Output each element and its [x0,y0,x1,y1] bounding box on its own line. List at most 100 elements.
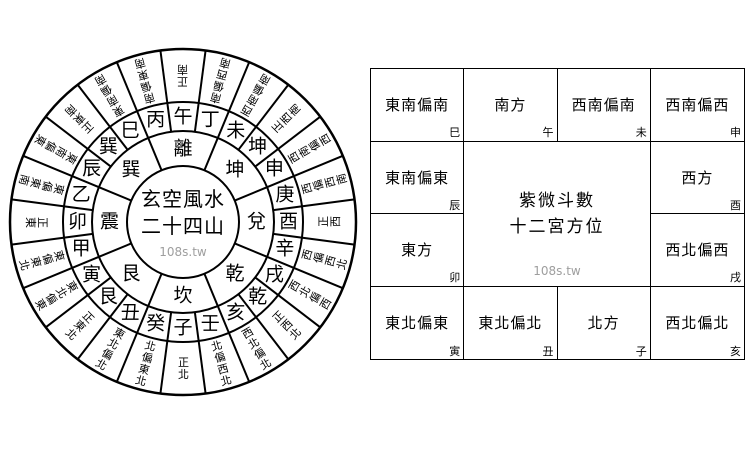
mountain-label: 壬 [200,312,220,335]
mountain-label: 丁 [200,108,220,131]
palace-direction-label: 東北偏北 [478,314,543,333]
mountain-label: 午 [173,105,193,127]
palace-branch-label: 寅 [449,344,461,358]
direction-ring-circle [62,101,304,343]
palace-cell: 東方卯 [371,214,465,287]
palace-direction-label: 南方 [494,96,527,115]
sector-divider-line [203,137,219,171]
palace-branch-label: 亥 [730,344,741,358]
sector-divider-line [203,273,219,307]
direction-label: 正南 [176,63,190,88]
palace-direction-label: 西北偏北 [665,314,730,333]
direction-label: 正西 [317,215,342,229]
outer-ring-circle [8,47,358,397]
sector-divider-line [273,232,355,246]
mountain-label: 卯 [67,210,88,233]
palace-direction-label: 東南偏南 [385,96,450,115]
palace-direction-label: 東南偏東 [385,168,450,187]
mountain-label: 辛 [275,237,295,260]
sector-divider-line [115,305,150,383]
trigram-label: 兌 [246,210,267,233]
palace-direction-label: 西北偏西 [665,241,730,260]
sector-divider-line [193,50,207,132]
sector-divider-line [115,61,150,139]
sector-divider-line [11,232,93,246]
mountain-label: 甲 [71,237,91,260]
palace-branch-label: 酉 [730,198,741,212]
table-watermark: 108s.tw [533,263,581,278]
sector-divider-line [98,242,132,258]
compass-center: 玄空風水 二十四山 108s.tw [141,186,225,258]
palace-direction-label: 西方 [681,168,714,187]
ziwei-palace-table: 紫微斗數 十二宮方位 108s.tw 東南偏南巳南方午西南偏南未西南偏西申東南偏… [370,68,745,360]
mountain-label: 丑 [120,301,140,324]
palace-direction-label: 西南偏南 [571,96,636,115]
sector-divider-line [193,312,207,394]
mountain-label: 未 [226,119,246,142]
mountain-label: 庚 [275,183,295,206]
mountain-label: 子 [173,316,193,338]
palace-cell: 東南偏東辰 [371,141,465,214]
palace-direction-label: 西南偏西 [665,96,730,115]
mountain-label: 巳 [120,119,140,142]
palace-branch-label: 辰 [449,198,461,212]
mountain-label: 寅 [82,263,102,286]
palace-direction-label: 東北偏東 [385,314,450,333]
sector-divider-line [45,115,112,168]
palace-branch-label: 丑 [542,344,554,358]
sector-divider-line [22,255,100,290]
mountain-label: 戌 [264,263,284,286]
palace-direction-label: 東方 [401,241,434,260]
mountain-label: 乾 [248,285,268,308]
sector-divider-line [147,273,163,307]
mountain-ring-circle [91,130,275,314]
inner-circle [126,165,240,279]
sector-divider-line [234,186,268,202]
palace-cell: 東北偏北丑 [464,286,558,359]
palace-cell: 西南偏南未 [557,69,651,142]
table-center-cell: 紫微斗數 十二宮方位 108s.tw [464,141,651,287]
sector-divider-line [237,84,290,151]
trigram-label: 乾 [225,262,245,285]
mountain-label: 艮 [98,285,118,308]
sector-divider-line [254,115,321,168]
mountain-label: 坤 [248,135,268,158]
mountain-label: 乙 [71,183,91,206]
sector-divider-line [147,137,163,171]
palace-cell: 東南偏南巳 [371,69,465,142]
sector-divider-line [159,50,173,132]
trigram-label: 艮 [121,262,141,285]
palace-branch-label: 卯 [449,271,461,285]
palace-branch-label: 子 [635,344,647,358]
table-title-line2: 十二宮方位 [509,216,605,237]
compass-title-line1: 玄空風水 [141,187,225,211]
sector-divider-line [266,154,344,189]
trigram-label: 離 [173,137,193,159]
palace-branch-label: 午 [542,126,554,140]
palace-cell: 南方午 [464,69,558,142]
palace-cell: 東北偏東寅 [371,286,465,359]
sector-divider-line [273,198,355,212]
palace-cell: 西北偏北亥 [651,287,744,360]
mountain-label: 申 [264,157,284,180]
sector-divider-line [22,154,100,189]
mountain-label: 癸 [146,312,166,335]
sector-divider-line [98,186,132,202]
compass-rings [8,47,358,397]
sector-divider-line [266,255,344,290]
mountain-label: 巽 [98,135,118,158]
mountain-label: 酉 [278,210,299,233]
sector-divider-line [237,293,290,360]
palace-direction-label: 北方 [587,314,620,333]
palace-branch-label: 申 [730,126,741,140]
trigram-label: 巽 [121,158,141,181]
trigram-label: 坎 [173,284,193,306]
palace-branch-label: 未 [635,126,647,140]
sector-divider-line [76,293,129,360]
palace-cell: 西方酉 [650,142,744,214]
sector-divider-line [45,276,112,329]
compass-title-line2: 二十四山 [141,214,225,238]
sector-divider-line [159,312,173,394]
trigram-label: 坤 [225,158,245,181]
